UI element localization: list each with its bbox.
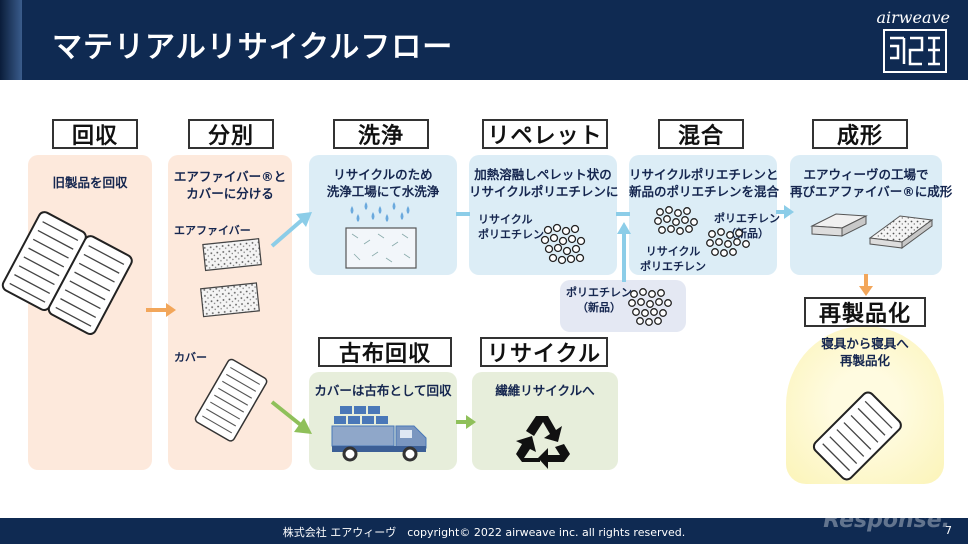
watermark-text: Response. [823,508,950,533]
page-number: 7 [945,524,952,537]
panel-mold [790,155,942,275]
repellet-text-line1: 加熱溶融しペレット状の [474,167,612,182]
separate-text: エアファイバー®と カバーに分ける [168,168,292,202]
mold-text-line1: エアウィーヴの工場で [803,167,929,182]
remade-mattress-icon [812,391,902,481]
air-fiber-block-icon [200,238,262,318]
remake-text: 寝具から寝具へ 再製品化 [786,335,944,369]
mix-recycled-label-line2: ポリエチレン [640,260,706,273]
cover-icon [194,358,268,442]
header-stripe [0,0,22,80]
fiber-label: エアファイバー [174,224,251,237]
arrow-wash-to-repellet [456,212,470,216]
mold-text: エアウィーヴの工場で 再びエアファイバー®に成形 [790,166,953,200]
recycled-pellets-icon [540,223,586,265]
copyright-text: 株式会社 エアウィーヴ copyright© 2022 airweave inc… [282,526,686,539]
mix-recycled-label-line1: リサイクル [645,245,701,258]
recycle-text: 繊維リサイクルへ [495,383,595,398]
remake-text-line2: 再製品化 [839,353,890,368]
step-label-remake: 再製品化 [804,297,926,327]
wash-text-line2: 洗浄工場にて水洗浄 [326,184,440,199]
repellet-text: 加熱溶融しペレット状の リサイクルポリエチレンに [469,166,619,200]
water-wash-icon [345,202,417,269]
wash-text: リサイクルのため 洗浄工場にて水洗浄 [309,166,457,200]
cover-label: カバー [174,351,207,364]
arrow-repellet-to-mix [616,212,630,216]
collect-text: 旧製品を回収 [52,175,128,190]
panel-new-pe [560,280,686,332]
step-label-separate: 分別 [188,119,274,149]
mix-text: リサイクルポリエチレンと 新品のポリエチレンを混合 [629,166,780,200]
repellet-pellet-label-line2: ポリエチレン [478,228,544,241]
footer-bar: 株式会社 エアウィーヴ copyright© 2022 airweave inc… [0,508,968,544]
repellet-pellet-label: リサイクル ポリエチレン [478,212,544,242]
mix-text-line1: リサイクルポリエチレンと [629,167,779,182]
mix-recycled-label: リサイクル ポリエチレン [640,244,706,274]
arrow-separate-to-wash [270,212,312,248]
arrow-separate-to-cloth [270,400,312,434]
old-mattress-icon [1,211,133,335]
mix-new-label-line2: （新品） [725,227,769,240]
recycle-icon [516,416,570,469]
new-pe-label: ポリエチレン （新品） [566,285,632,315]
arrow-mix-to-mold [776,205,794,219]
step-label-collect: 回収 [52,119,138,149]
panel-mix [629,155,777,275]
repellet-text-line2: リサイクルポリエチレンに [469,184,619,199]
new-pellets-icon [628,288,672,326]
arrow-collect-to-separate [146,303,176,317]
step-label-cloth: 古布回収 [318,337,452,367]
remake-text-line1: 寝具から寝具へ [821,336,909,351]
molded-fiber-block-icon [810,213,934,249]
wash-text-line1: リサイクルのため [333,167,433,182]
step-label-mix: 混合 [658,119,744,149]
repellet-pellet-label-line1: リサイクル [478,213,533,226]
step-label-wash: 洗浄 [333,119,429,149]
step-label-repellet: リペレット [482,119,608,149]
mix-new-label: ポリエチレン （新品） [714,211,780,241]
mix-new-label-line1: ポリエチレン [714,212,780,225]
arrow-mold-to-remake [859,274,873,296]
mixed-pellets-icon [654,206,750,257]
airweave-logo-icon [883,29,947,73]
panel-repellet [469,155,617,275]
cloth-text: カバーは古布として回収 [314,383,452,398]
arrow-cloth-to-recycle [456,415,476,429]
arrow-new-pe-to-mix [617,222,631,282]
truck-icon [331,406,427,462]
step-label-mold: 成形 [812,119,908,149]
new-pe-label-line2: （新品） [577,301,621,314]
new-pe-label-line1: ポリエチレン [566,286,632,299]
page-title: マテリアルリサイクルフロー [52,30,454,65]
separate-text-line1: エアファイバー®と [173,169,287,184]
header-bar: マテリアルリサイクルフロー airweave [0,0,968,80]
step-label-recycle: リサイクル [480,337,608,367]
mix-text-line2: 新品のポリエチレンを混合 [629,184,780,199]
mold-text-line2: 再びエアファイバー®に成形 [790,184,953,199]
separate-text-line2: カバーに分ける [186,186,274,201]
brand-name: airweave [876,8,950,27]
